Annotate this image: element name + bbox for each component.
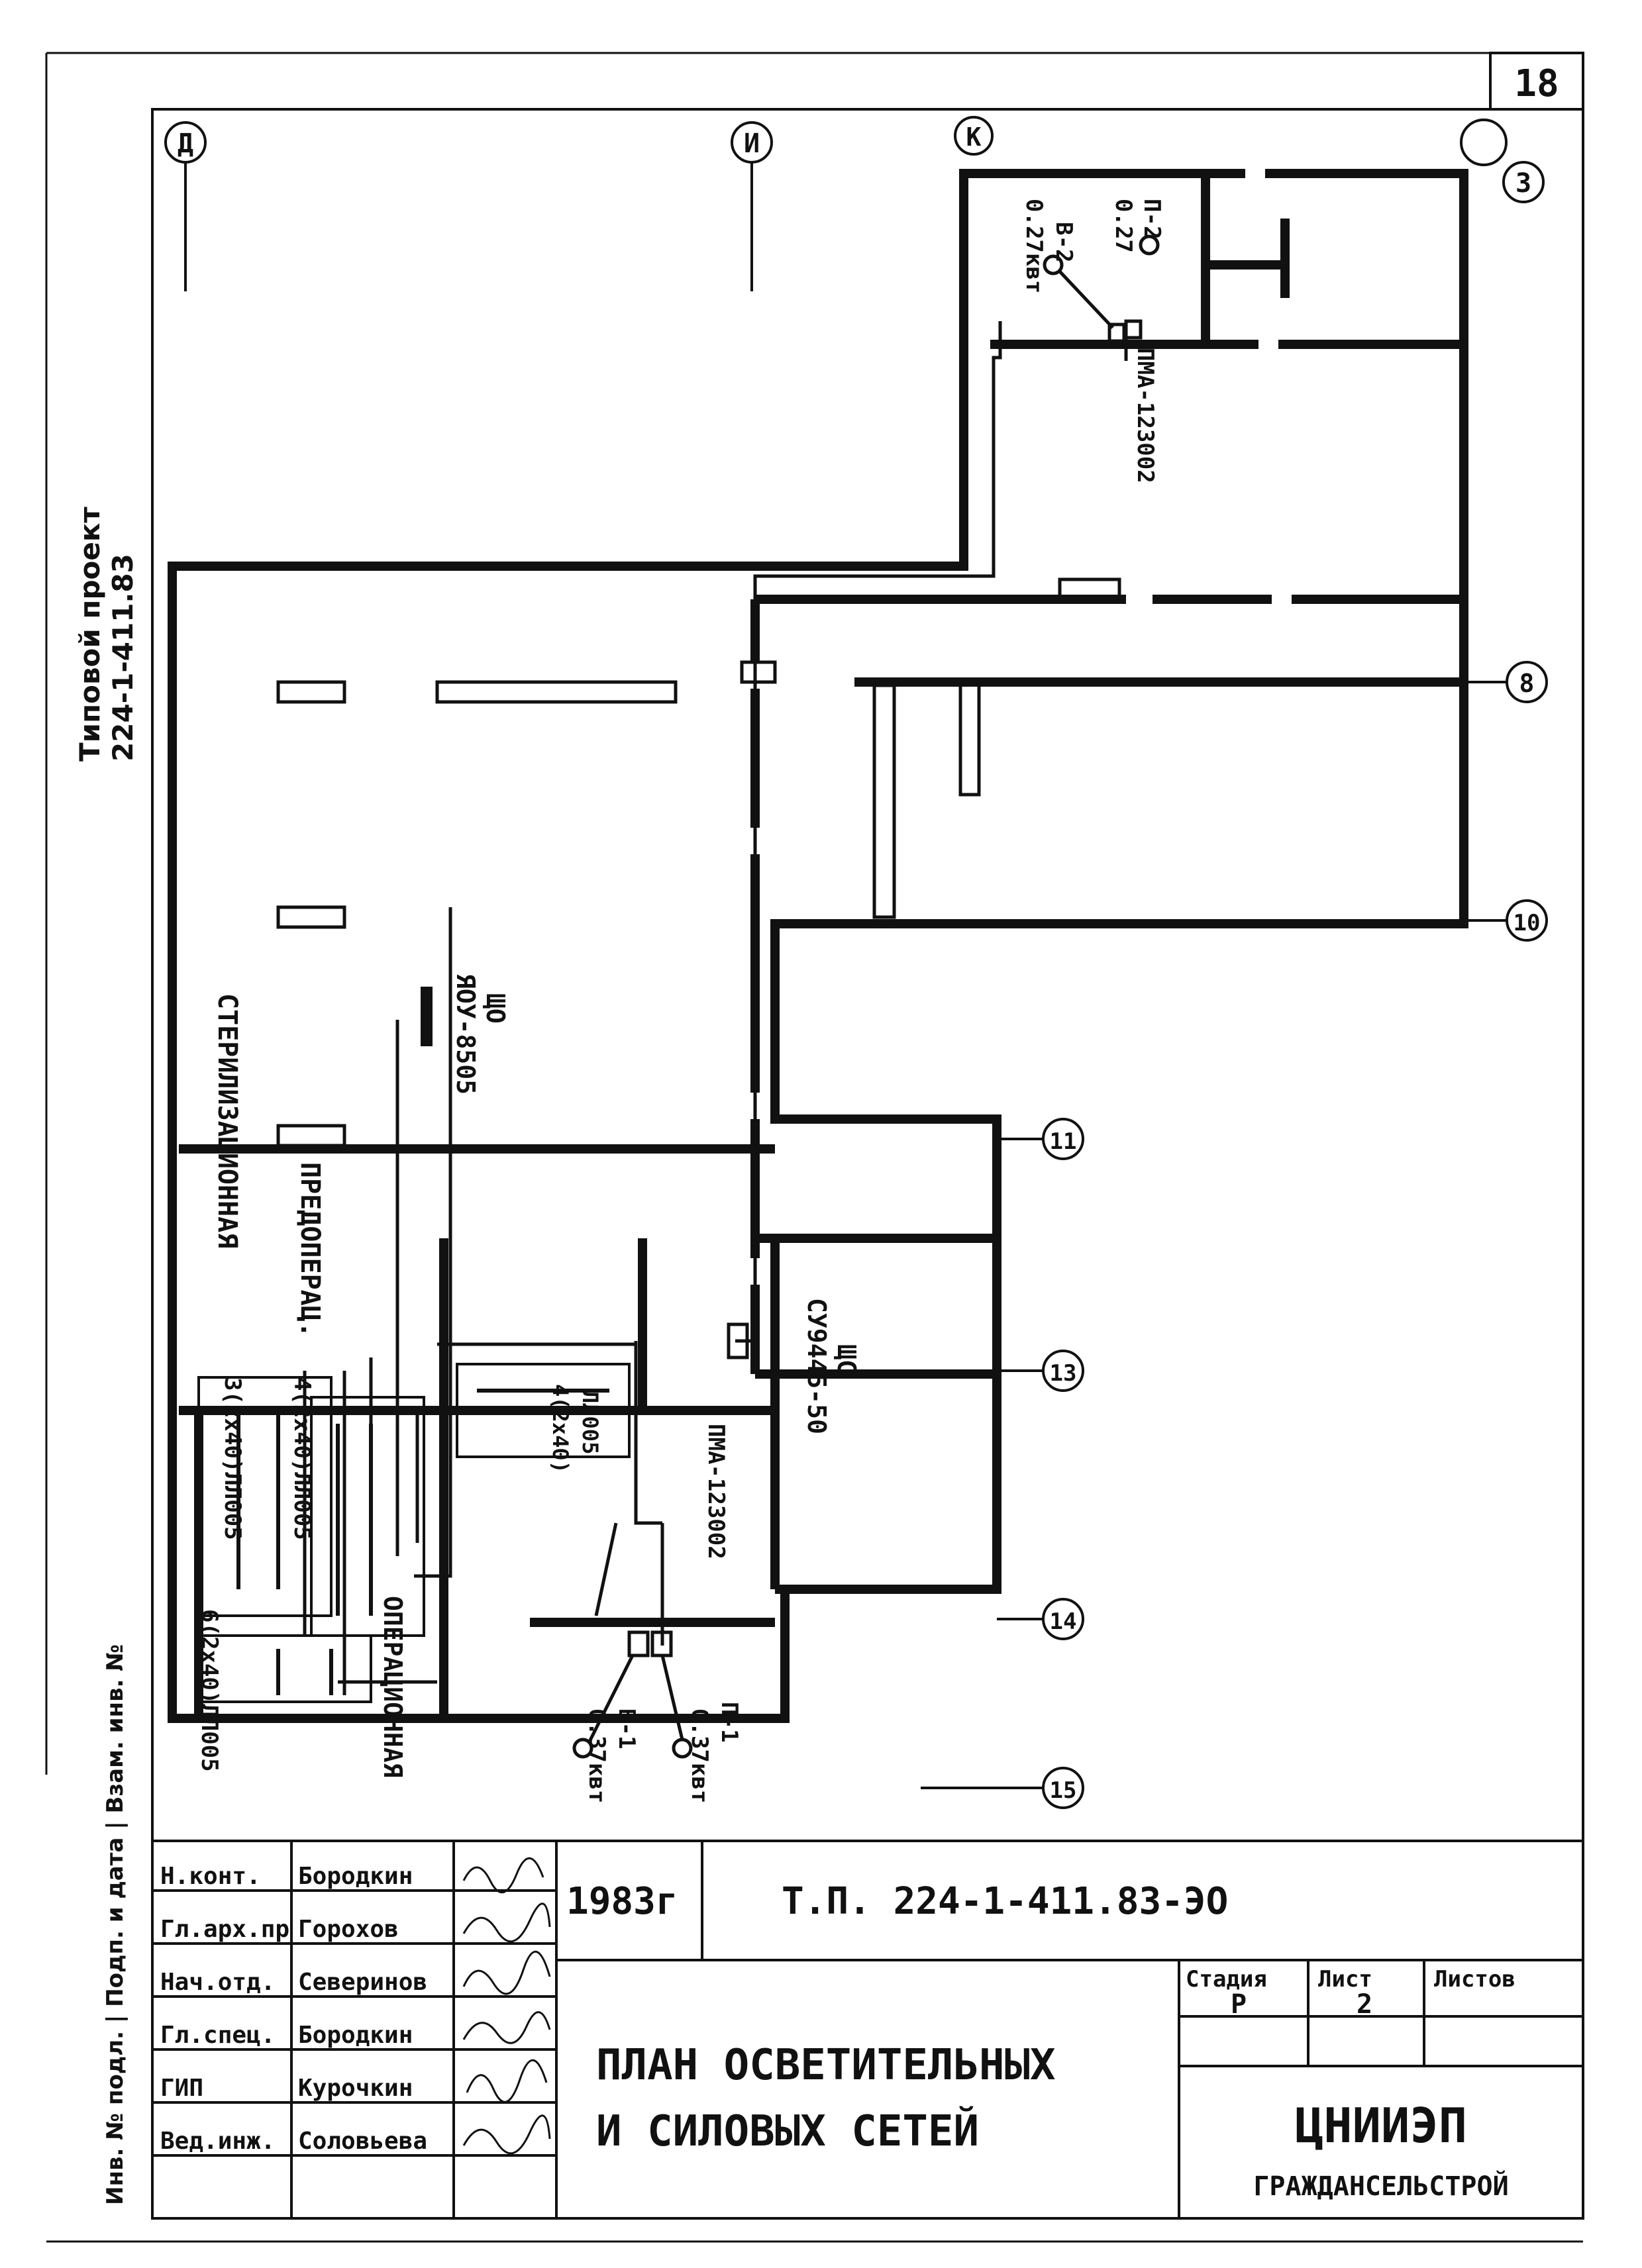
axis-top-3: К (954, 116, 994, 156)
v2-label: В-2 (1051, 222, 1077, 262)
lamp-ceiling-label: 4(2x40) (548, 1384, 573, 1473)
v2-power: 0.27квт (1021, 199, 1047, 293)
staff-role-4: Гл.спец. (160, 2022, 275, 2049)
title-block: Н.конт. Бородкин Гл.арх.пр Горохов Нач.о… (151, 1840, 1584, 2220)
axis-top-4-label: 3 (1515, 168, 1531, 199)
pma-mid-starter-1 (627, 1630, 650, 1657)
staff-name-4: Бородкин (298, 2022, 413, 2049)
axis-top-1: Д (164, 121, 207, 291)
shcho-name: ЩО (481, 993, 510, 1024)
pma-top-label: ПМА-123002 (1132, 348, 1158, 483)
axis-right-3: 11 (997, 1118, 1084, 1160)
staff-row-4: Гл.спец. Бородкин (160, 2011, 551, 2049)
shchs-name: ЩС (832, 1344, 861, 1375)
staff-name-5: Курочкин (298, 2075, 413, 2102)
fan-v1-icon (572, 1738, 593, 1759)
axis-right-4: 13 (997, 1350, 1084, 1392)
axis-right-2: 10 (1464, 899, 1548, 942)
axis-right-3-label: 11 (1050, 1128, 1077, 1155)
stage-value: Р (1231, 1989, 1247, 2020)
staff-role-1: Н.конт. (160, 1863, 261, 1890)
axis-top-4: 3 (1460, 119, 1545, 203)
axis-right-6-label: 15 (1050, 1777, 1077, 1804)
lamp-group-4: 4(2x40)ЛЛ005 (289, 1377, 315, 1540)
sheets-label: Листов (1434, 1966, 1515, 1993)
shcho-panel-icon (421, 987, 433, 1046)
staff-role-5: ГИП (160, 2075, 203, 2102)
axis-markers: Д И К 3 8 10 11 (164, 116, 1548, 1809)
v1-label: В-1 (613, 1708, 640, 1749)
room-operating: ОПЕРАЦИОННАЯ (378, 1596, 407, 1778)
staff-name-3: Северинов (298, 1969, 427, 1996)
fan-p2-icon (1139, 234, 1160, 256)
wall-segments (276, 577, 1121, 1148)
sheet-value: 2 (1357, 1989, 1372, 2020)
building-outline (168, 169, 1468, 1723)
axis-right-5: 14 (997, 1598, 1084, 1640)
axis-right-4-label: 13 (1050, 1360, 1077, 1387)
staff-name-6: Соловьева (298, 2128, 427, 2155)
lamp-ceiling-type: ЛЛ005 (578, 1391, 603, 1454)
lamp-group-6: 6(2x40)ЛЛ005 (196, 1609, 223, 1772)
staff-row-5: ГИП Курочкин (160, 2059, 548, 2103)
wiring (303, 321, 1128, 1695)
shcho-type: ЯОУ-8505 (451, 973, 480, 1095)
staff-role-2: Гл.арх.пр (160, 1916, 289, 1943)
drawing-title-2: И СИЛОВЫХ СЕТЕЙ (596, 2106, 979, 2156)
margin-project-code: 224-1-411.83 (107, 554, 139, 762)
stage-label: Стадия (1186, 1966, 1267, 1993)
left-margin-strip: Типовой проект 224-1-411.83 Инв. № подл.… (74, 507, 154, 2218)
organization: ЦНИИЭП (1295, 2098, 1467, 2153)
room-labels: СТЕРИЛИЗАЦИОННАЯ ПРЕДОПЕРАЦ. ОПЕРАЦИОННА… (196, 993, 407, 1778)
fan-v2-icon (1043, 254, 1064, 275)
staff-row-6: Вед.инж. Соловьева (160, 2114, 551, 2155)
shchs-type: СУ9445-50 (802, 1298, 831, 1434)
left-strip-label: Инв. № подл. | Подп. и дата | Взам. инв.… (102, 1644, 128, 2205)
axis-top-2: И (731, 121, 773, 291)
pma-mid-label: ПМА-123002 (703, 1424, 729, 1559)
staff-row-1: Н.конт. Бородкин (160, 1857, 544, 1894)
p1-power: 0.37квт (686, 1708, 713, 1803)
axis-top-3-label: К (966, 123, 982, 152)
staff-role-6: Вед.инж. (160, 2128, 275, 2155)
p2-label: П-2 (1139, 199, 1165, 239)
margin-project-label: Типовой проект (74, 507, 106, 762)
drawing-title-1: ПЛАН ОСВЕТИТЕЛЬНЫХ (596, 2041, 1056, 2090)
motors (572, 234, 1160, 1759)
organization-sub: ГРАЖДАНСЕЛЬСТРОЙ (1253, 2170, 1508, 2202)
pma-top-starter-1 (1107, 322, 1126, 343)
lamp-group-3: 3(2x40)ЛЛ005 (219, 1377, 246, 1540)
staff-name-1: Бородкин (298, 1863, 413, 1890)
staff-name-2: Горохов (298, 1916, 399, 1943)
axis-top-1-label: Д (178, 128, 193, 159)
floor-plan (168, 169, 1468, 1723)
axis-right-5-label: 14 (1050, 1608, 1077, 1635)
sheet-number-box: 18 (1489, 52, 1584, 111)
room-sterilization: СТЕРИЛИЗАЦИОННАЯ (212, 993, 242, 1248)
pma-mid-starter-2 (650, 1630, 673, 1657)
equipment-labels: ПМА-123002 П-2 0.27 В-2 0.27квт ЩС СУ944… (451, 199, 1165, 1803)
room-preop: ПРЕДОПЕРАЦ. (295, 1162, 325, 1338)
sheet-label: Лист (1318, 1966, 1372, 1993)
year: 1983г (566, 1880, 678, 1923)
axis-right-2-label: 10 (1514, 910, 1541, 936)
v1-power: 0.37квт (584, 1708, 610, 1803)
axis-right-6: 15 (921, 1767, 1084, 1809)
staff-role-3: Нач.отд. (160, 1969, 275, 1996)
luminaires (197, 1363, 631, 1703)
axis-top-2-label: И (744, 128, 760, 159)
staff-row-3: Нач.отд. Северинов (160, 1950, 551, 1996)
sheet-number: 18 (1514, 62, 1559, 105)
shchs-panel-icon (727, 1322, 749, 1359)
document-code: Т.П. 224-1-411.83-ЭО (782, 1880, 1228, 1923)
pma-top-starter-2 (1124, 319, 1143, 340)
axis-right-1-label: 8 (1519, 669, 1535, 698)
p1-label: П-1 (716, 1702, 743, 1742)
axis-right-1: 8 (1464, 661, 1548, 703)
panel-boxes (421, 319, 1143, 1657)
p2-power: 0.27 (1110, 199, 1137, 253)
staff-row-2: Гл.арх.пр Горохов (160, 1902, 551, 1943)
